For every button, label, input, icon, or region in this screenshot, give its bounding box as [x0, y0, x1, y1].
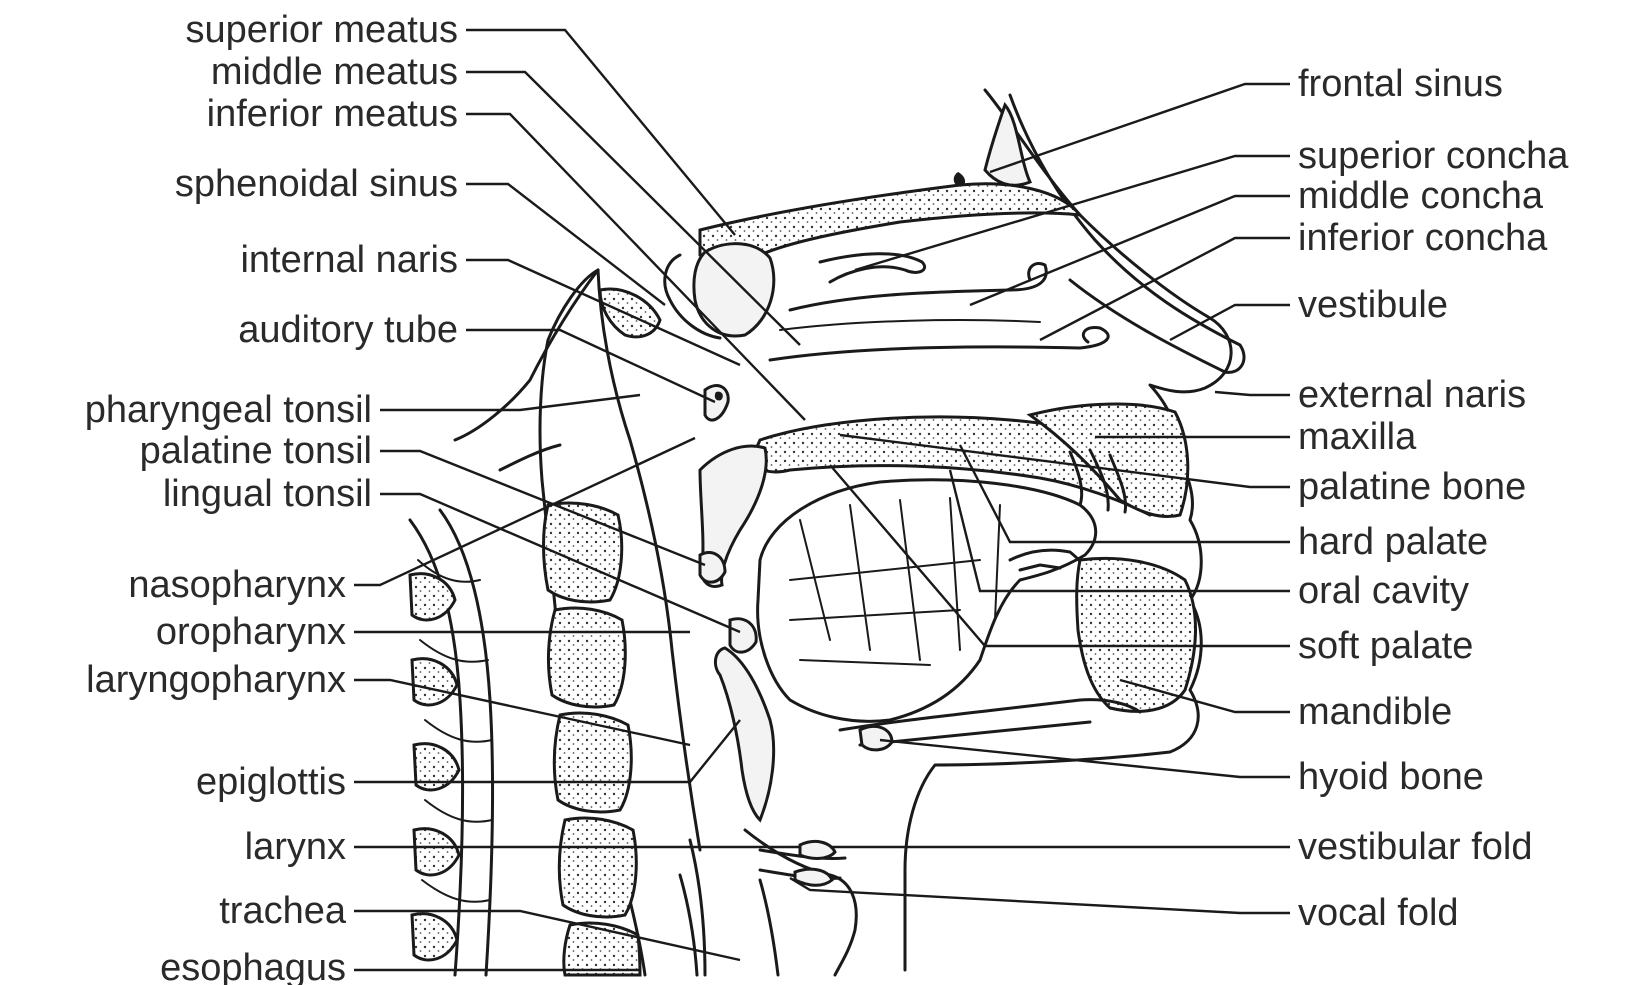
nasal-bone [1010, 95, 1244, 372]
mandible-shape [1077, 558, 1196, 711]
label-lingual-tonsil: lingual tonsil [163, 473, 372, 515]
label-inferior-meatus: inferior meatus [207, 93, 458, 135]
trachea-shape [690, 840, 778, 975]
pharyngeal-tonsil-shape [600, 289, 660, 337]
label-auditory-tube: auditory tube [238, 309, 458, 351]
label-larynx: larynx [245, 826, 346, 868]
label-middle-concha: middle concha [1298, 175, 1544, 217]
label-oral-cavity: oral cavity [1298, 570, 1469, 612]
middle-concha-shape [790, 263, 1046, 310]
leader-nasopharynx [354, 438, 695, 585]
label-middle-meatus: middle meatus [211, 51, 458, 93]
label-sphenoidal-sinus: sphenoidal sinus [175, 163, 458, 205]
cervical-spine [544, 503, 641, 975]
leader-vestibule [1170, 305, 1290, 340]
label-superior-concha: superior concha [1298, 135, 1569, 177]
label-pharyngeal-tonsil: pharyngeal tonsil [85, 389, 372, 431]
leader-external-naris [1215, 392, 1290, 395]
label-vestibular-fold: vestibular fold [1298, 826, 1532, 868]
left-labels: superior meatus middle meatus inferior m… [85, 9, 458, 985]
label-inferior-concha: inferior concha [1298, 217, 1548, 259]
vestibular-fold-shape [800, 841, 835, 858]
label-maxilla: maxilla [1298, 416, 1417, 458]
label-esophagus: esophagus [160, 947, 346, 985]
label-oropharynx: oropharynx [156, 611, 346, 653]
label-external-naris: external naris [1298, 374, 1526, 416]
leader-auditory-tube [466, 330, 715, 402]
label-internal-naris: internal naris [240, 239, 458, 281]
sphenoidal-sinus-shape [694, 244, 774, 336]
face-outline [905, 90, 1231, 970]
leader-superior-meatus [466, 30, 735, 235]
label-hard-palate: hard palate [1298, 521, 1488, 563]
spinal-cord [410, 510, 493, 975]
label-palatine-tonsil: palatine tonsil [140, 430, 372, 472]
superior-concha-shape [820, 254, 925, 282]
right-labels: frontal sinus superior concha middle con… [1298, 63, 1569, 934]
hyoid-bone-shape [860, 726, 892, 750]
lingual-tonsil-shape [730, 619, 756, 652]
label-laryngopharynx: laryngopharynx [86, 659, 346, 701]
frontal-sinus-shape [985, 105, 1030, 185]
leader-laryngopharynx [354, 680, 690, 745]
vocal-fold-shape [795, 869, 832, 885]
label-soft-palate: soft palate [1298, 625, 1473, 667]
head-illustration [410, 90, 1244, 975]
label-vestibule: vestibule [1298, 284, 1448, 326]
label-vocal-fold: vocal fold [1298, 892, 1459, 934]
auditory-tube-opening [705, 386, 728, 421]
label-frontal-sinus: frontal sinus [1298, 63, 1503, 105]
leader-vocal-fold [790, 878, 1290, 913]
epiglottis-shape [715, 648, 773, 820]
label-palatine-bone: palatine bone [1298, 466, 1526, 508]
inferior-concha-shape [770, 327, 1108, 360]
label-hyoid-bone: hyoid bone [1298, 756, 1484, 798]
leader-soft-palate [830, 465, 1290, 646]
label-trachea: trachea [219, 890, 347, 932]
neck-back [455, 270, 598, 440]
label-nasopharynx: nasopharynx [128, 564, 346, 606]
tongue [758, 480, 1096, 722]
label-superior-meatus: superior meatus [186, 9, 458, 51]
palatine-tonsil-shape [700, 552, 725, 582]
label-mandible: mandible [1298, 691, 1452, 733]
label-epiglottis: epiglottis [196, 761, 346, 803]
